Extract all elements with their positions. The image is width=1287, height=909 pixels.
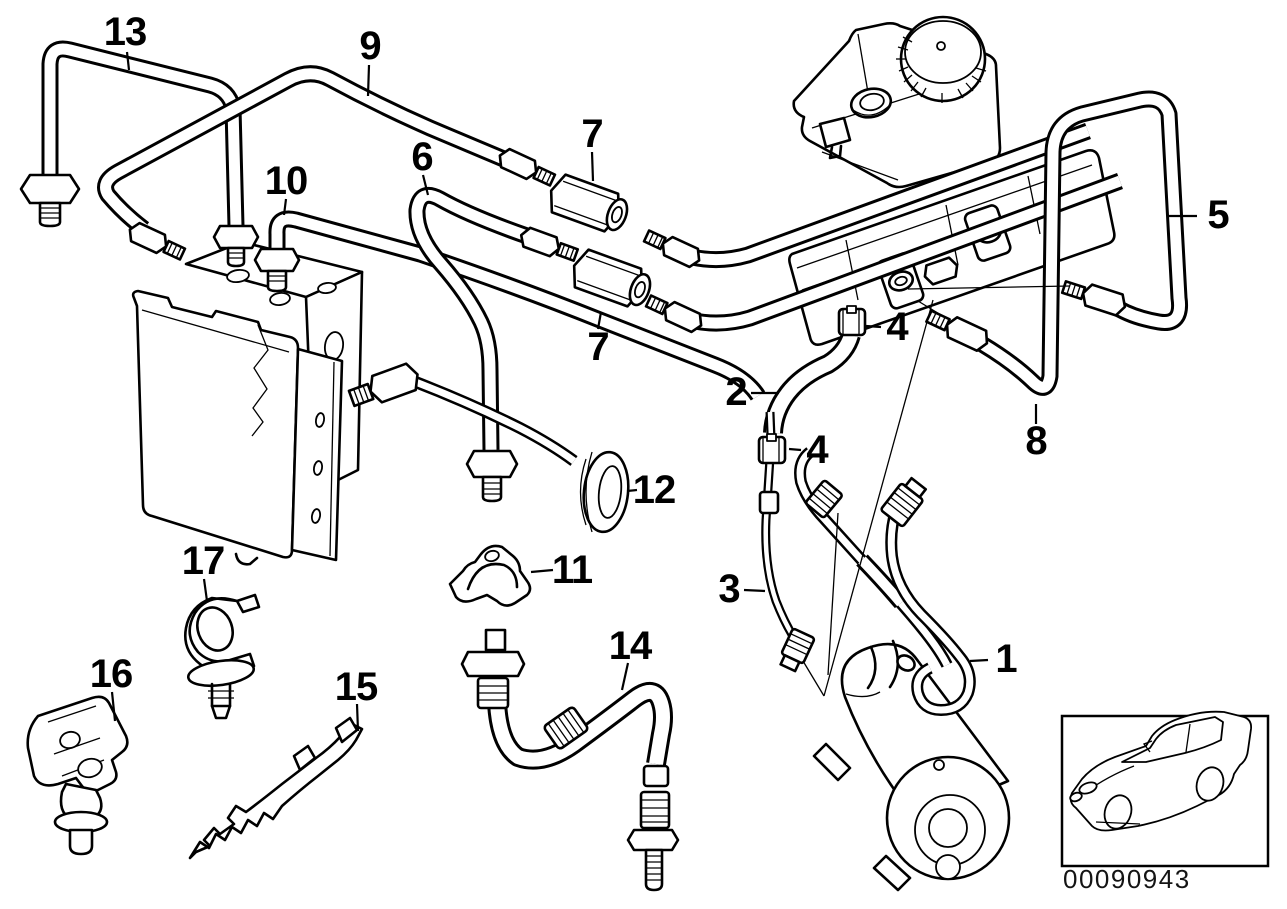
brake-pipes (41, 40, 1189, 770)
hose-14-top-fitting (460, 628, 526, 710)
hydraulic-pump (812, 639, 1011, 892)
callout-2[interactable]: 2 (725, 370, 747, 414)
ribbed-fitting (779, 627, 816, 673)
callout-6[interactable]: 6 (411, 135, 433, 179)
union-7-lower (572, 248, 652, 308)
abs-hydro-unit (131, 240, 364, 566)
callout-leaders (110, 51, 1197, 732)
association-lines (802, 285, 1071, 697)
hose-14-mid-collar (543, 706, 589, 750)
pipe-13 (41, 40, 245, 227)
callout-4b[interactable]: 4 (806, 428, 828, 472)
callout-15[interactable]: 15 (334, 665, 378, 709)
clip-17 (184, 593, 261, 720)
callout-10[interactable]: 10 (264, 159, 308, 203)
callout-1[interactable]: 1 (995, 637, 1017, 681)
threaded-fitting (880, 476, 928, 528)
reservoir-cap-ribs (896, 36, 987, 103)
callout-11[interactable]: 11 (551, 548, 593, 592)
clamp-4-upper (837, 305, 867, 337)
callout-16[interactable]: 16 (89, 652, 133, 696)
clamp-4-lower (757, 433, 787, 465)
callout-5[interactable]: 5 (1207, 193, 1229, 237)
car-outline-icon (1069, 710, 1253, 832)
union-7-upper (549, 173, 629, 233)
callout-4[interactable]: 4 (886, 305, 908, 349)
fittings (19, 147, 1127, 892)
callout-17[interactable]: 17 (181, 539, 225, 583)
rail-15 (188, 716, 364, 860)
callout-7b[interactable]: 7 (587, 325, 609, 369)
ribbed-fitting (805, 479, 843, 519)
image-number: 00090943 (1063, 864, 1191, 894)
callout-8[interactable]: 8 (1025, 419, 1047, 463)
brake-fluid-reservoir (792, 15, 1002, 189)
grommet-12 (579, 450, 630, 534)
callout-9[interactable]: 9 (359, 24, 381, 68)
car-thumbnail-box (1060, 710, 1270, 868)
hose-14-bottom-fitting (626, 764, 680, 892)
callout-3[interactable]: 3 (718, 567, 740, 611)
callout-14[interactable]: 14 (608, 624, 652, 668)
bracket-11 (448, 544, 532, 607)
callout-12[interactable]: 12 (632, 468, 676, 512)
callout-13[interactable]: 13 (103, 10, 147, 54)
holder-16 (26, 695, 129, 856)
callout-7[interactable]: 7 (581, 112, 603, 156)
